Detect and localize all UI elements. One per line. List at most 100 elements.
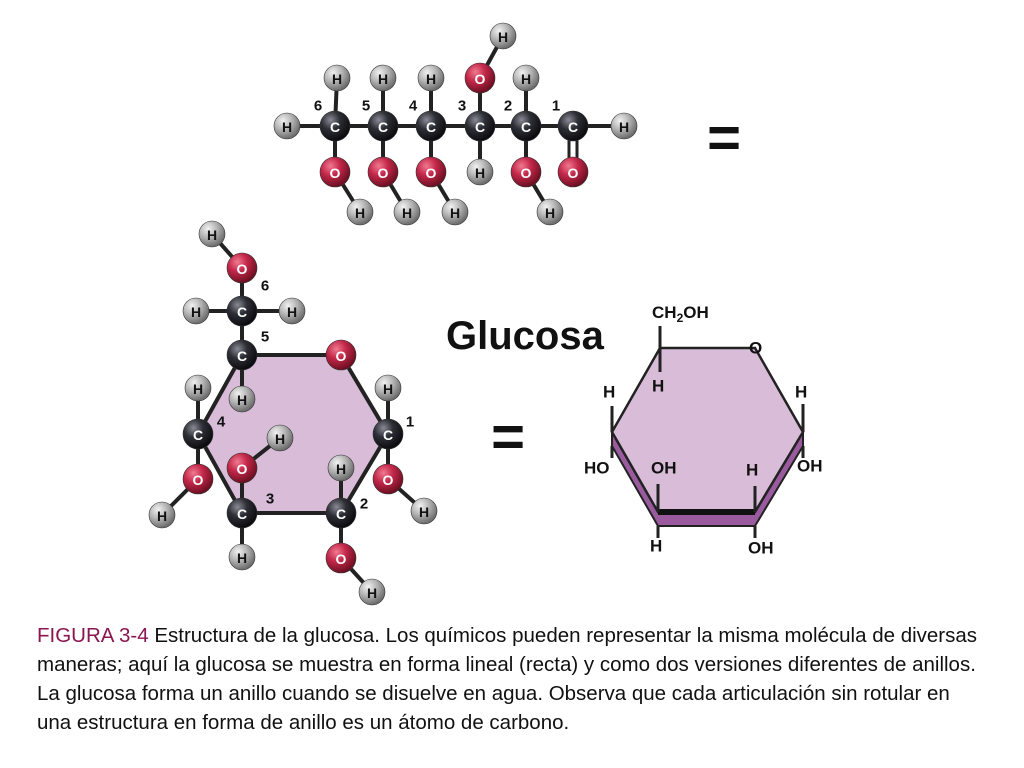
linear-atom-label: C bbox=[426, 119, 436, 135]
page-title: Glucosa bbox=[446, 314, 605, 358]
ring-hydrogen-atom: H bbox=[327, 454, 355, 482]
haworth-ring-oxygen: O bbox=[749, 339, 762, 358]
linear-hydrogen-atom: H bbox=[346, 198, 374, 226]
ring-atom-label: H bbox=[383, 381, 393, 397]
haworth-oh-c3: OH bbox=[651, 459, 677, 478]
ring-atom-label: H bbox=[419, 504, 429, 520]
linear-carbon-number-4: 4 bbox=[409, 98, 418, 115]
linear-atom-label: H bbox=[521, 71, 531, 87]
ring-oxygen-atom: O bbox=[325, 542, 357, 574]
ring-carbon-number-2: 2 bbox=[360, 496, 368, 513]
linear-atom-label: C bbox=[378, 119, 388, 135]
linear-hydrogen-atom: H bbox=[489, 22, 517, 50]
ring-atom-label: H bbox=[193, 381, 203, 397]
linear-hydrogen-atom: H bbox=[512, 64, 540, 92]
linear-hydrogen-atom: H bbox=[610, 112, 638, 140]
linear-hydrogen-atom: H bbox=[393, 198, 421, 226]
linear-carbon-atom: C bbox=[464, 110, 496, 142]
ring-carbon-number-5: 5 bbox=[261, 329, 269, 346]
linear-atom-label: H bbox=[332, 71, 342, 87]
ring-atom-label: H bbox=[237, 550, 247, 566]
ring-carbon-number-1: 1 bbox=[406, 414, 414, 431]
ring-atom-label: H bbox=[191, 304, 201, 320]
linear-oxygen-atom: O bbox=[319, 156, 351, 188]
linear-atom-label: O bbox=[475, 71, 486, 87]
linear-carbon-atom: C bbox=[415, 110, 447, 142]
ring-atom-label: H bbox=[237, 392, 247, 408]
ring-atom-label: H bbox=[336, 461, 346, 477]
linear-carbon-atom: C bbox=[319, 110, 351, 142]
linear-atom-label: O bbox=[330, 165, 341, 181]
ring-atom-label: H bbox=[157, 508, 167, 524]
linear-atom-label: H bbox=[450, 205, 460, 221]
caption-text: Estructura de la glucosa. Los químicos p… bbox=[37, 624, 978, 734]
ring-hydrogen-atom: H bbox=[374, 374, 402, 402]
ring-atom-label: H bbox=[275, 431, 285, 447]
haworth-ch2oh: CH2OH bbox=[652, 303, 709, 326]
linear-carbon-atom: C bbox=[510, 110, 542, 142]
linear-atom-label: O bbox=[521, 165, 532, 181]
linear-carbon-number-1: 1 bbox=[552, 98, 560, 115]
ring-atom-label: O bbox=[237, 461, 248, 477]
linear-carbon-number-3: 3 bbox=[458, 98, 466, 115]
ring-atom-label: C bbox=[237, 348, 247, 364]
ring-atom-label: H bbox=[367, 585, 377, 601]
linear-atom-label: H bbox=[619, 119, 629, 135]
linear-atom-label: H bbox=[402, 205, 412, 221]
linear-carbon-atom: C bbox=[557, 110, 589, 142]
ring-hydrogen-atom: H bbox=[182, 297, 210, 325]
ring-atom-label: O bbox=[383, 472, 394, 488]
ring-carbon-number-3: 3 bbox=[266, 491, 274, 508]
ring-bond-2 bbox=[339, 432, 390, 515]
linear-atom-label: H bbox=[378, 71, 388, 87]
ring-hydrogen-atom: H bbox=[410, 497, 438, 525]
linear-hydrogen-atom: H bbox=[323, 64, 351, 92]
ring-atom-label: C bbox=[237, 304, 247, 320]
figure-caption: FIGURA 3-4 Estructura de la glucosa. Los… bbox=[37, 621, 987, 737]
haworth-oh-c1: OH bbox=[797, 457, 823, 476]
linear-atom-label: H bbox=[475, 165, 485, 181]
linear-hydrogen-atom: H bbox=[466, 158, 494, 186]
haworth-h-c5: H bbox=[652, 377, 664, 396]
ring-carbon-atom: C bbox=[372, 418, 404, 450]
ring-oxygen-atom: O bbox=[325, 339, 357, 371]
ring-atom-label: H bbox=[207, 227, 217, 243]
linear-oxygen-atom: O bbox=[415, 156, 447, 188]
haworth-h-c1: H bbox=[795, 383, 807, 402]
equals-sign-top: = bbox=[707, 106, 741, 171]
linear-atom-label: C bbox=[521, 119, 531, 135]
linear-atom-label: O bbox=[568, 165, 579, 181]
ring-carbon-atom: C bbox=[182, 418, 214, 450]
linear-hydrogen-atom: H bbox=[369, 64, 397, 92]
ring-carbon-number-4: 4 bbox=[217, 414, 226, 431]
haworth-h-c2: H bbox=[746, 461, 758, 480]
linear-oxygen-atom: O bbox=[557, 156, 589, 188]
haworth-oh-c2: OH bbox=[748, 539, 774, 558]
haworth-ho-c4: HO bbox=[584, 459, 610, 478]
linear-oxygen-atom: O bbox=[464, 62, 496, 94]
ring-hydrogen-atom: H bbox=[266, 424, 294, 452]
linear-atom-label: H bbox=[545, 205, 555, 221]
linear-atom-label: H bbox=[355, 205, 365, 221]
ring-hydrogen-atom: H bbox=[184, 374, 212, 402]
linear-atom-label: C bbox=[475, 119, 485, 135]
linear-carbon-number-5: 5 bbox=[362, 98, 370, 115]
haworth-h-c4: H bbox=[603, 383, 615, 402]
linear-hydrogen-atom: H bbox=[417, 64, 445, 92]
linear-atom-label: H bbox=[498, 29, 508, 45]
ring-oxygen-atom: O bbox=[182, 463, 214, 495]
ring-atom-label: C bbox=[336, 506, 346, 522]
ring-hydrogen-atom: H bbox=[228, 385, 256, 413]
linear-carbon-number-2: 2 bbox=[504, 98, 512, 115]
ring-atom-label: C bbox=[237, 506, 247, 522]
ring-carbon-atom: C bbox=[226, 339, 258, 371]
ring-hydrogen-atom: H bbox=[198, 220, 226, 248]
haworth-h-c3: H bbox=[650, 537, 662, 556]
ring-oxygen-atom: O bbox=[372, 463, 404, 495]
